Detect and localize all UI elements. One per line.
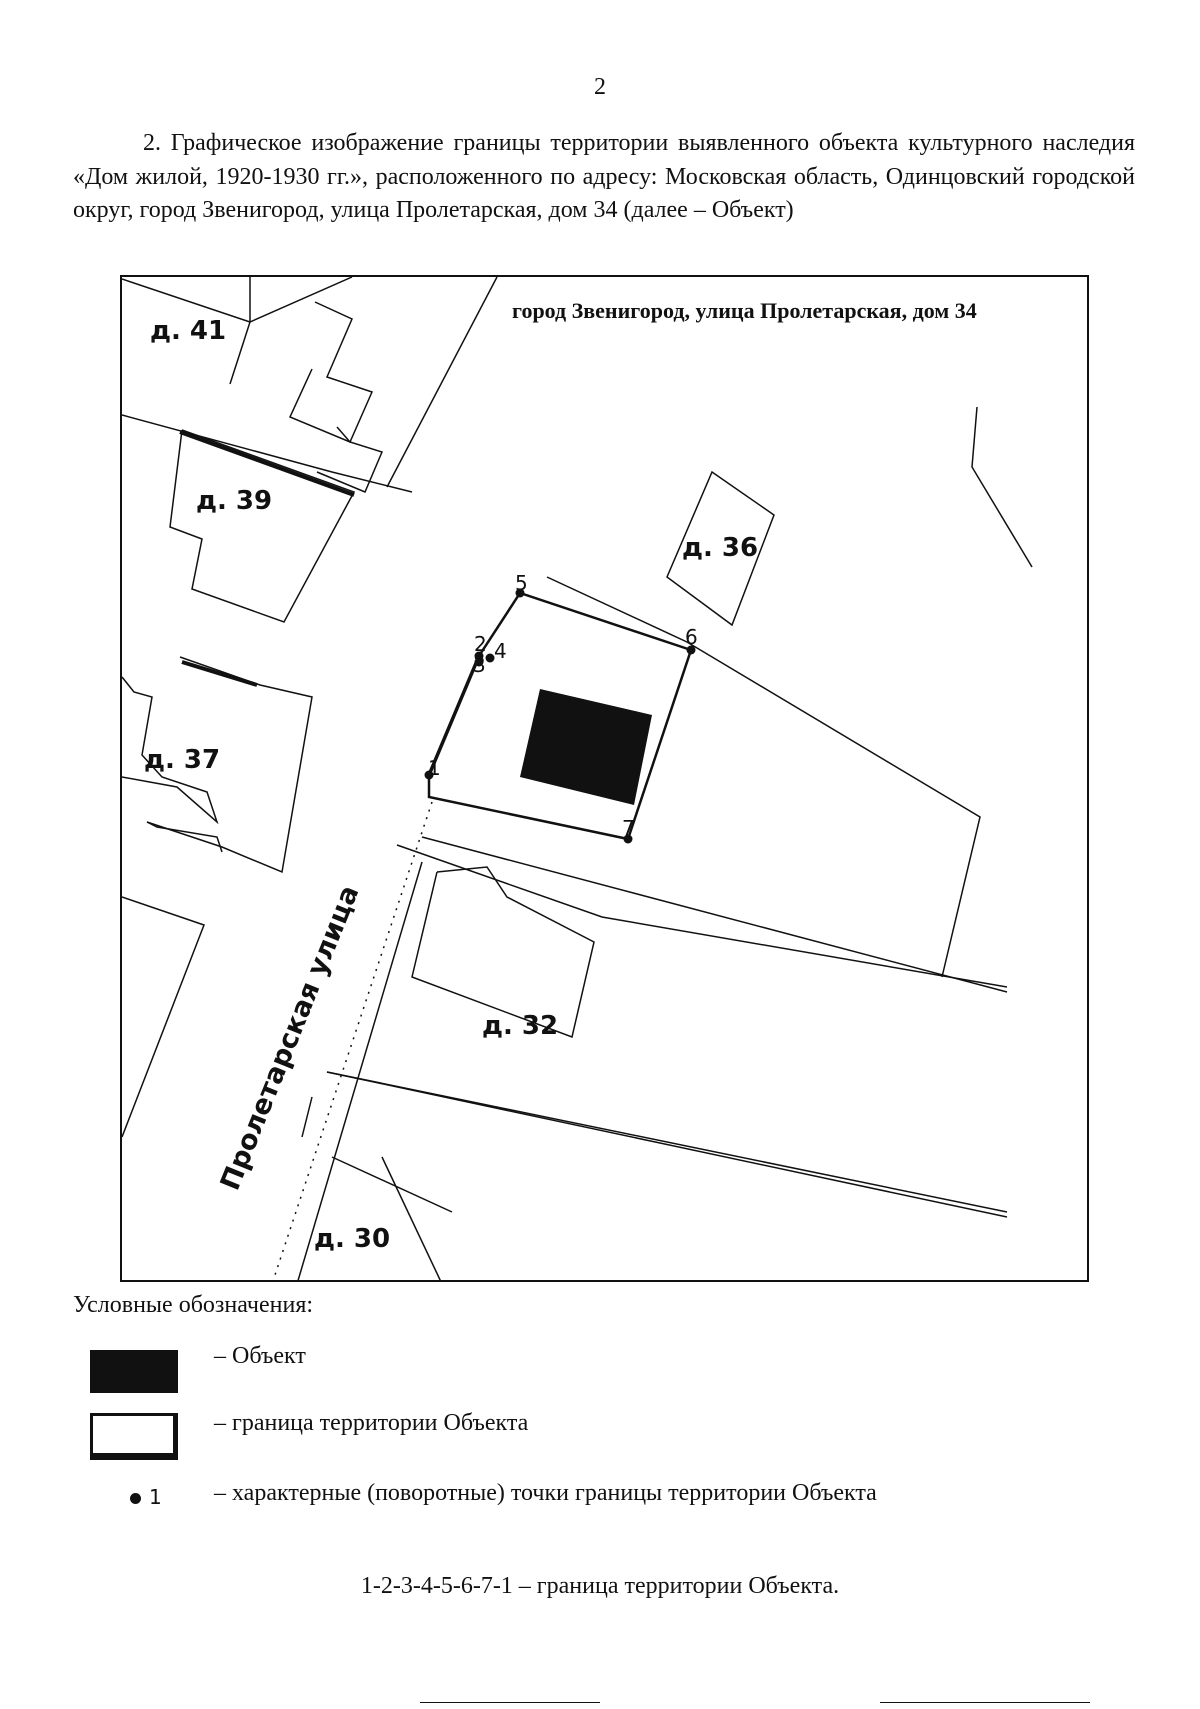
- point-label-5: 5: [515, 571, 528, 595]
- house-label-36: д. 36: [682, 533, 758, 563]
- house-label-30: д. 30: [314, 1224, 390, 1254]
- parcel-lower: [422, 817, 1002, 967]
- house-label-32: д. 32: [482, 1011, 558, 1041]
- building-36: [666, 470, 775, 627]
- parcel-34-south: [421, 836, 1008, 993]
- intro-paragraph: 2. Графическое изображение границы терри…: [73, 130, 1135, 223]
- turning-point-7: [623, 834, 633, 844]
- legend-object-swatch: [90, 1350, 178, 1393]
- page-number: 2: [594, 74, 606, 100]
- point-label-1: 1: [428, 756, 441, 780]
- parcel-lower-left: [122, 896, 205, 1138]
- turning-points: [424, 588, 696, 844]
- parcel-37b: [146, 821, 223, 853]
- map-address-label: город Звенигород, улица Пролетарская, до…: [512, 298, 977, 323]
- parcel-line-1: [122, 414, 413, 493]
- building-30: [331, 1156, 453, 1213]
- point-dot-icon: [130, 1493, 141, 1504]
- boundary-sequence: 1-2-3-4-5-6-7-1 – граница территории Объ…: [360, 1573, 840, 1599]
- building-37: [122, 676, 219, 825]
- site-plan-drawing: город Звенигород, улица Пролетарская, до…: [122, 277, 1033, 1280]
- object-footprint: [520, 689, 652, 805]
- house-label-41: д. 41: [150, 316, 226, 346]
- parcel-30-lane: [381, 1156, 441, 1280]
- street-edge-a: [297, 861, 423, 1280]
- parcel-32: [396, 844, 1008, 988]
- site-plan-map: город Звенигород, улица Пролетарская, до…: [120, 275, 1089, 1282]
- wall-37: [181, 660, 258, 687]
- turning-point-1: [424, 770, 434, 780]
- turning-point-4: [485, 653, 495, 663]
- legend-point-number: 1: [149, 1485, 162, 1509]
- footer-divider-left: [420, 1702, 600, 1703]
- parcel-34-outer: [546, 576, 981, 978]
- parcel-right: [971, 406, 1033, 568]
- point-label-6: 6: [685, 625, 698, 649]
- point-label-4: 4: [494, 639, 507, 663]
- building-top-1: [288, 301, 374, 443]
- legend-point-swatch: 1: [130, 1485, 162, 1509]
- house-label-37: д. 37: [144, 745, 220, 775]
- street-label: Пролетарская улица: [215, 881, 366, 1194]
- legend-title: Условные обозначения:: [73, 1292, 314, 1318]
- footer-divider-right: [880, 1702, 1090, 1703]
- building-39: [169, 429, 356, 623]
- parcel-30: [326, 1071, 1008, 1218]
- turning-point-6: [686, 645, 696, 655]
- point-label-2: 2: [474, 632, 487, 656]
- parcel-lower-right: [301, 1096, 313, 1138]
- parcel-top: [249, 277, 353, 324]
- boundary-edge-1-2: [427, 655, 481, 776]
- point-label-7: 7: [622, 816, 635, 840]
- wall-39: [179, 430, 355, 497]
- legend-points-text: – характерные (поворотные) точки границы…: [214, 1480, 877, 1506]
- building-32: [411, 866, 595, 1039]
- parcel-32-south: [326, 1071, 1008, 1213]
- legend-boundary-swatch: [90, 1413, 178, 1460]
- point-label-3: 3: [473, 653, 486, 677]
- legend-object-text: – Объект: [214, 1343, 306, 1369]
- building-top-2: [316, 426, 384, 493]
- legend-boundary-text: – граница территории Объекта: [214, 1410, 529, 1436]
- road-edge-north: [386, 277, 498, 488]
- turning-point-3: [474, 657, 484, 667]
- turning-point-5: [515, 588, 525, 598]
- house-label-39: д. 39: [196, 486, 272, 516]
